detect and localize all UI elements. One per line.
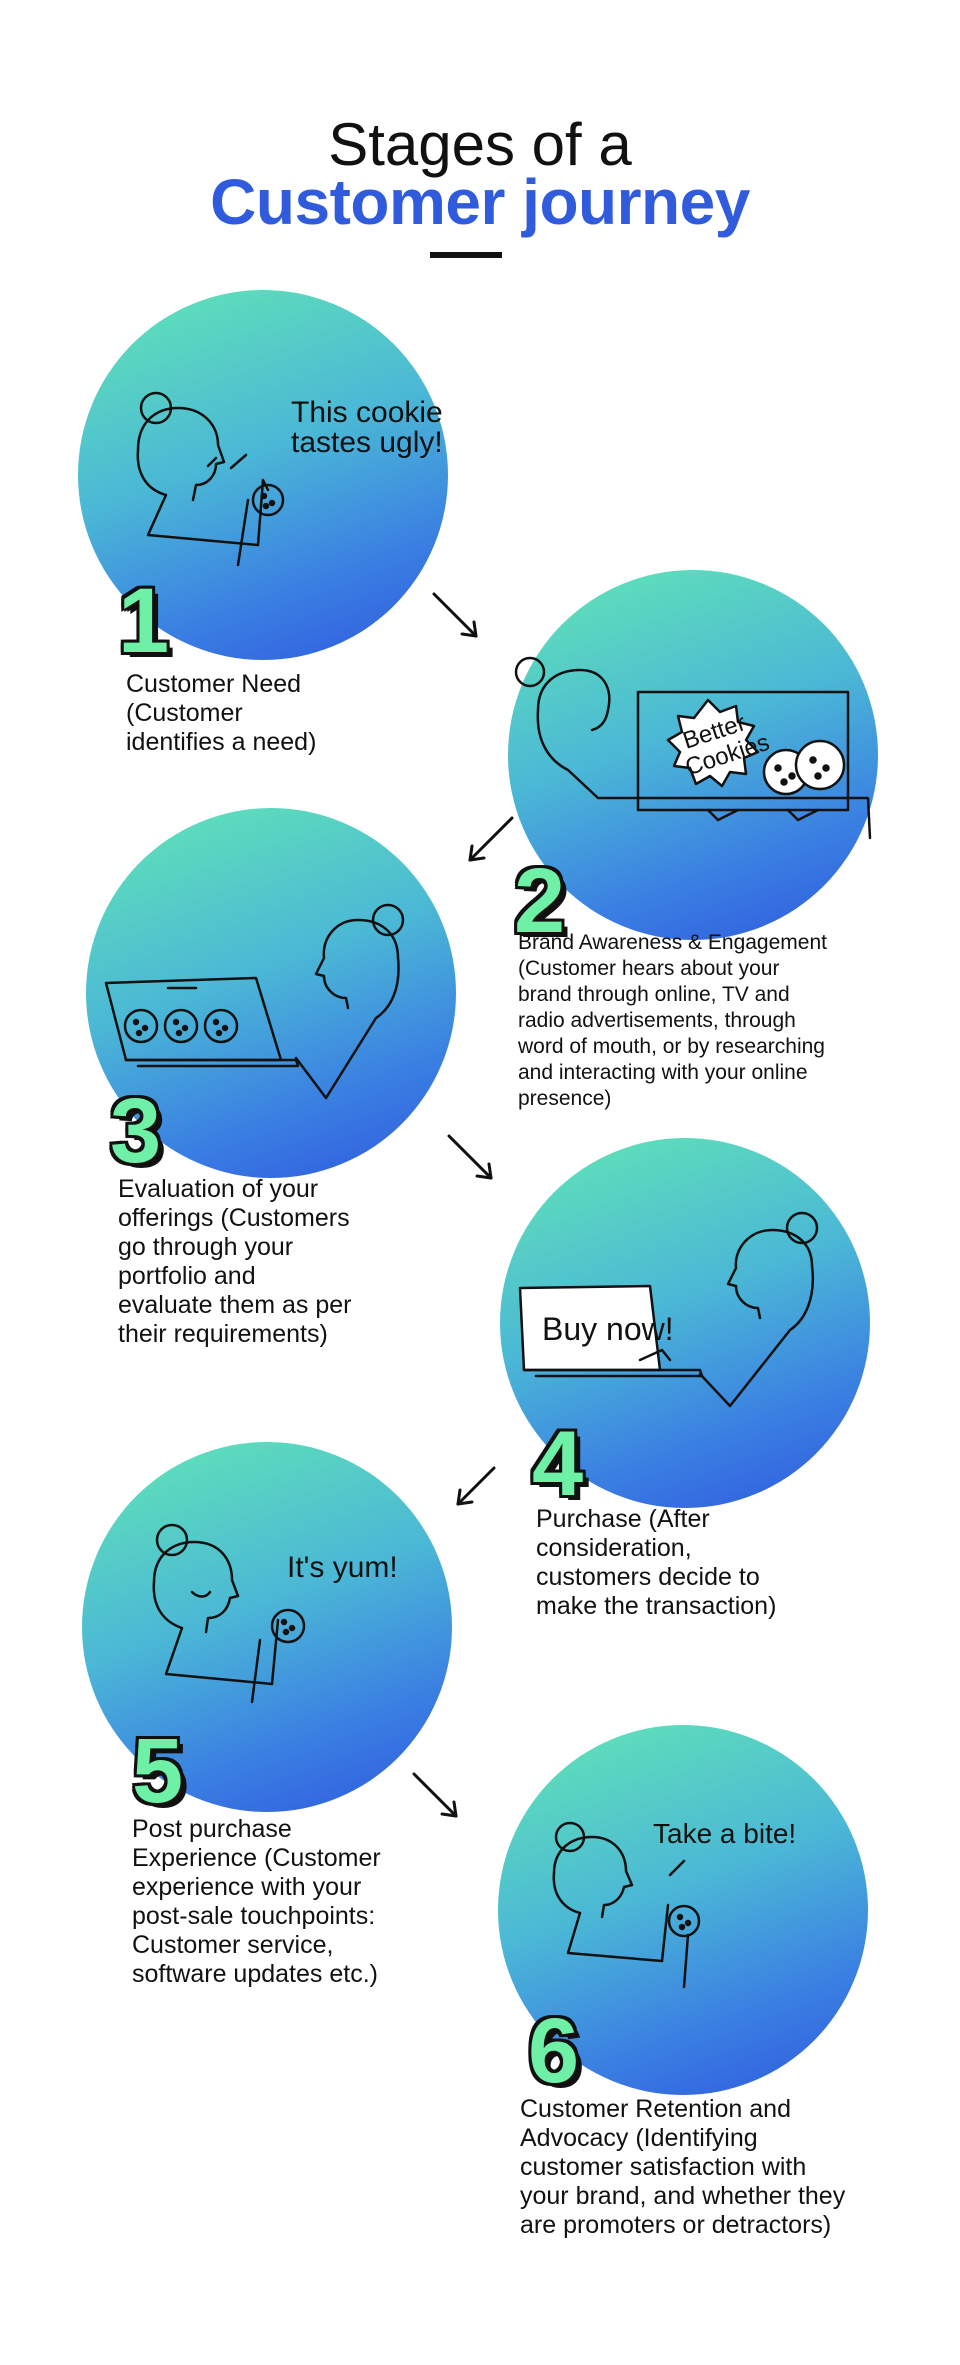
stage-5-illustration: It's yum! [82,1442,452,1812]
stage-3-description: Evaluation of your offerings (Customers … [118,1175,352,1348]
stage-3-number: 3 [110,1080,162,1182]
person-browsing-laptop-icon [104,903,405,1100]
person-offering-cookie-icon: Take a bite! [552,1818,796,1989]
stage-5-speech: It's yum! [287,1551,398,1584]
stage-4-illustration: Buy now! [500,1138,870,1508]
title-line-2: Customer journey [210,166,750,238]
title-line-1: Stages of a [328,111,632,178]
arrow-2-to-3-icon [468,816,514,862]
stage-3-illustration [86,808,456,1178]
stage-2-illustration: Better Cookies [508,570,878,940]
arrow-3-to-4-icon [447,1134,493,1180]
stage-6-illustration: Take a bite! [498,1725,868,2095]
stage-6-number: 6 [528,2000,580,2102]
stage-2-description: Brand Awareness & Engagement (Customer h… [518,931,827,1110]
stage-1-speech-line-2: tastes ugly! [291,426,443,459]
arrow-1-to-2-icon [432,592,478,638]
stage-5-number: 5 [132,1720,184,1822]
person-eating-cookie-icon: This cookie tastes ugly! [136,391,443,567]
stage-1-description: Customer Need (Customer identifies a nee… [126,670,317,756]
person-buying-online-icon: Buy now! [518,1211,819,1408]
title-divider [430,252,502,258]
stage-5-description: Post purchase Experience (Customer exper… [132,1815,381,1988]
stage-1-speech-line-1: This cookie [291,396,443,429]
stage-1-illustration: This cookie tastes ugly! [78,290,448,660]
arrow-5-to-6-icon [412,1772,458,1818]
person-watching-tv-icon: Better Cookies [514,656,872,840]
stage-6-speech: Take a bite! [653,1818,796,1849]
stage-4-number: 4 [532,1413,584,1515]
stage-4-description: Purchase (After consideration, customers… [536,1505,777,1620]
stage-2-number: 2 [514,850,566,952]
person-enjoying-cookie-icon: It's yum! [152,1523,398,1704]
arrow-4-to-5-icon [456,1466,496,1506]
stage-4-screen-text: Buy now! [542,1311,674,1347]
stage-6-description: Customer Retention and Advocacy (Identif… [520,2095,846,2239]
stage-1-number: 1 [118,570,170,672]
